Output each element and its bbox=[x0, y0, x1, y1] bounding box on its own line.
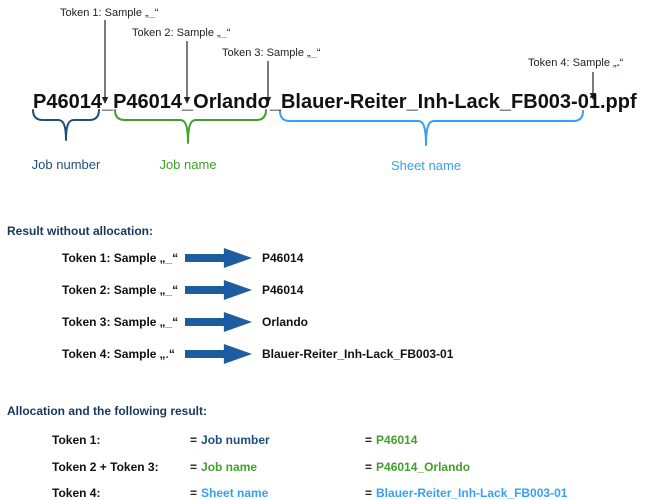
row-label-text: Token 2: Sample bbox=[62, 283, 157, 297]
filename-text: P46014_P46014_Orlando_Blauer-Reiter_Inh-… bbox=[33, 91, 637, 113]
result-row-4-value: Blauer-Reiter_Inh-Lack_FB003-01 bbox=[262, 347, 454, 361]
right-arrow-icon bbox=[185, 312, 252, 332]
right-arrow-icon bbox=[185, 280, 252, 300]
right-arrow-icon bbox=[185, 344, 252, 364]
open-quote: „ bbox=[144, 7, 149, 19]
open-quote: „ bbox=[159, 315, 166, 329]
allocation-row-1-term: =Job number bbox=[190, 433, 270, 447]
close-quote: “ bbox=[168, 347, 175, 361]
open-quote: „ bbox=[612, 57, 617, 69]
token-2-callout: Token 2: Sample„_“ bbox=[132, 27, 230, 39]
result-row-2-value: P46014 bbox=[262, 283, 304, 297]
allocation-row-1-value: =P46014 bbox=[365, 433, 417, 447]
equals-sign: = bbox=[365, 486, 373, 500]
allocation-row-2-term: =Job name bbox=[190, 460, 257, 474]
open-quote: „ bbox=[159, 347, 166, 361]
row-label-text: Token 1: Sample bbox=[62, 251, 157, 265]
result-row-2-label: Token 2: Sample„_“ bbox=[62, 283, 178, 297]
token-2-callout-label: Token 2: Sample bbox=[132, 27, 214, 39]
token-3-callout-label: Token 3: Sample bbox=[222, 47, 304, 59]
job-name-brace bbox=[114, 109, 267, 144]
value-text: Blauer-Reiter_Inh-Lack_FB003-01 bbox=[376, 486, 568, 500]
close-quote: “ bbox=[316, 47, 321, 59]
job-number-brace bbox=[32, 109, 100, 141]
separator-char: _ bbox=[165, 283, 173, 297]
separator-char: _ bbox=[165, 315, 173, 329]
close-quote: “ bbox=[172, 251, 179, 265]
result-row-3-label: Token 3: Sample„_“ bbox=[62, 315, 178, 329]
allocation-row-3-value: =Blauer-Reiter_Inh-Lack_FB003-01 bbox=[365, 486, 567, 500]
token-4-callout: Token 4: Sample„.“ bbox=[528, 57, 623, 69]
term-text: Job name bbox=[201, 460, 258, 474]
token-1-callout-label: Token 1: Sample bbox=[60, 7, 142, 19]
token-1-callout: Token 1: Sample„_“ bbox=[60, 7, 158, 19]
term-text: Job number bbox=[201, 433, 270, 447]
sheet-name-label: Sheet name bbox=[390, 158, 462, 173]
job-number-label: Job number bbox=[31, 157, 101, 172]
allocation-section-heading: Allocation and the following result: bbox=[7, 404, 207, 418]
result-row-4-label: Token 4: Sample„.“ bbox=[62, 347, 175, 361]
allocation-row-3-tokens: Token 4: bbox=[52, 486, 101, 500]
equals-sign: = bbox=[190, 486, 198, 500]
equals-sign: = bbox=[190, 433, 198, 447]
token-2-separator-char: _ bbox=[220, 27, 227, 39]
token-4-separator-char: . bbox=[616, 57, 620, 69]
open-quote: „ bbox=[159, 251, 166, 265]
value-text: P46014_Orlando bbox=[376, 460, 471, 474]
token-3-separator-char: _ bbox=[310, 47, 317, 59]
equals-sign: = bbox=[365, 433, 373, 447]
right-arrow-icon bbox=[185, 248, 252, 268]
allocation-row-2-value: =P46014_Orlando bbox=[365, 460, 470, 474]
token-4-callout-label: Token 4: Sample bbox=[528, 57, 610, 69]
row-label-text: Token 4: Sample bbox=[62, 347, 157, 361]
equals-sign: = bbox=[190, 460, 198, 474]
separator-char: _ bbox=[165, 251, 173, 265]
allocation-row-2-tokens: Token 2 + Token 3: bbox=[52, 460, 159, 474]
separator-char: . bbox=[165, 347, 169, 361]
row-label-text: Token 3: Sample bbox=[62, 315, 157, 329]
close-quote: “ bbox=[172, 283, 179, 297]
close-quote: “ bbox=[619, 57, 624, 69]
equals-sign: = bbox=[365, 460, 373, 474]
result-row-1-value: P46014 bbox=[262, 251, 304, 265]
value-text: P46014 bbox=[376, 433, 418, 447]
allocation-row-1-tokens: Token 1: bbox=[52, 433, 101, 447]
sheet-name-brace bbox=[279, 110, 584, 146]
open-quote: „ bbox=[159, 283, 166, 297]
token-1-separator-char: _ bbox=[148, 7, 155, 19]
result-row-1-label: Token 1: Sample„_“ bbox=[62, 251, 178, 265]
allocation-row-3-term: =Sheet name bbox=[190, 486, 268, 500]
open-quote: „ bbox=[306, 47, 311, 59]
result-section-heading: Result without allocation: bbox=[7, 224, 153, 238]
term-text: Sheet name bbox=[201, 486, 269, 500]
token-3-callout: Token 3: Sample„_“ bbox=[222, 47, 320, 59]
open-quote: „ bbox=[216, 27, 221, 39]
close-quote: “ bbox=[172, 315, 179, 329]
result-row-3-value: Orlando bbox=[262, 315, 309, 329]
close-quote: “ bbox=[226, 27, 231, 39]
job-name-label: Job name bbox=[159, 157, 217, 172]
close-quote: “ bbox=[154, 7, 159, 19]
